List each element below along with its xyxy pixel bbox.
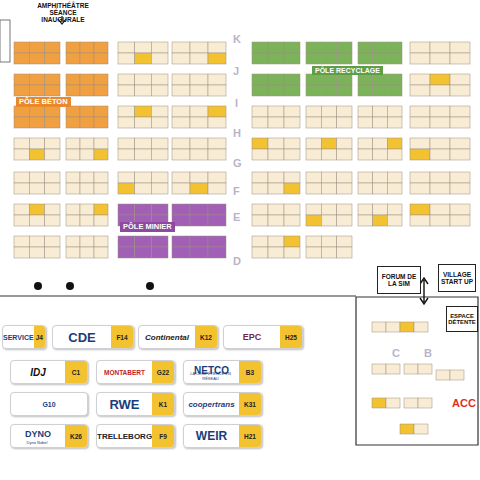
sponsor-name: TRELLEBORG [97, 432, 152, 441]
booth-code: K31 [239, 393, 261, 415]
map-label: H [233, 128, 241, 140]
booth-code: K12 [195, 326, 217, 348]
sponsor-card: SERVICEJ4 [2, 325, 46, 349]
sponsor-card: RWEK1 [96, 392, 175, 416]
sponsor-name: G10 [11, 401, 87, 408]
sponsor-card: IDJC1 [10, 360, 88, 384]
map-label: I [235, 98, 238, 110]
sponsor-card: NETCOLA COMPÉTENCE EN RÉSEAUB3 [183, 360, 262, 384]
sponsor-card: DYNODyno NobelK26 [10, 424, 88, 448]
sponsor-name: coopertrans [184, 400, 239, 409]
booth-code: H25 [280, 326, 302, 348]
booth-code: B3 [239, 361, 261, 383]
sponsor-name: EPC [224, 332, 280, 342]
sponsor-tagline: Dyno Nobel [11, 440, 63, 445]
venue-box: VILLAGE START UP [438, 264, 476, 292]
sponsor-card: EPCH25 [223, 325, 303, 349]
venue-box: ESPACE DÉTENTE [446, 306, 478, 332]
map-label: C [392, 348, 400, 360]
map-label: AMPHITHÉÂTRE SÉANCE INAUGURALE [30, 3, 96, 23]
booth-code: F9 [152, 425, 174, 447]
map-label: PÔLE RECYCLAGE [312, 66, 383, 75]
sponsor-card: TRELLEBORGF9 [96, 424, 175, 448]
map-label: E [233, 212, 240, 224]
sponsor-name: MONTABERT [97, 369, 152, 376]
sponsor-card: ContinentalK12 [138, 325, 218, 349]
sponsor-name: RWE [97, 397, 152, 412]
booth-code: K1 [152, 393, 174, 415]
sponsor-card: G10 [10, 392, 88, 416]
sponsor-name: DYNO [11, 429, 65, 439]
sponsor-name: CDE [53, 330, 111, 345]
map-label: G [233, 158, 242, 170]
sponsor-card: CDEF14 [52, 325, 134, 349]
booth-code: K26 [65, 425, 87, 447]
map-label: PÔLE BÉTON [16, 97, 71, 107]
map-label: J [233, 66, 239, 78]
map-label: PÔLE MINIER [120, 222, 175, 232]
sponsor-tagline: LA COMPÉTENCE EN RÉSEAU [184, 371, 237, 381]
booth-code: G22 [152, 361, 174, 383]
booth-code: H21 [239, 425, 261, 447]
sponsor-card: coopertransK31 [183, 392, 262, 416]
sponsor-name: WEIR [184, 429, 239, 443]
booth-code: C1 [65, 361, 87, 383]
map-label: B [424, 348, 432, 360]
booth-code: J4 [34, 326, 45, 348]
map-label: ACC [452, 398, 476, 410]
map-label: K [233, 34, 241, 46]
sponsor-card: WEIRH21 [183, 424, 262, 448]
sponsor-name: IDJ [11, 367, 65, 378]
venue-name: ESPACE DÉTENTE [447, 313, 477, 326]
venue-name: VILLAGE START UP [439, 271, 475, 285]
booth-code: F14 [111, 326, 133, 348]
sponsor-name: SERVICE [3, 334, 34, 341]
venue-name: FORUM DE LA SIM [378, 273, 420, 287]
sponsor-card: MONTABERTG22 [96, 360, 175, 384]
venue-box: FORUM DE LA SIM [377, 266, 421, 294]
sponsor-name: Continental [139, 333, 195, 342]
map-label: F [233, 186, 240, 198]
map-label: D [233, 256, 241, 268]
